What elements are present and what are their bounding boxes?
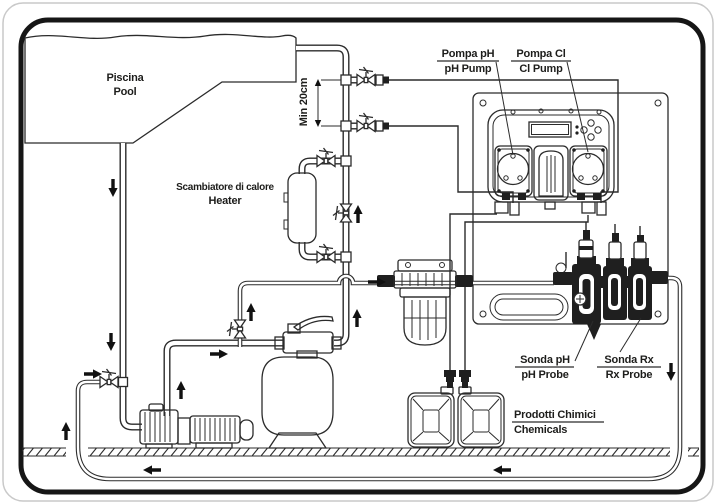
ph-pump-label-it: Pompa pH xyxy=(442,48,495,60)
sand-filter xyxy=(261,315,342,449)
labels: Piscina Pool Scambiatore di calore Heate… xyxy=(106,48,661,436)
led xyxy=(575,131,579,135)
circulation-pump xyxy=(139,403,254,449)
heater-label-en: Heater xyxy=(208,195,242,207)
handle-cutout xyxy=(489,293,569,321)
probe-holder xyxy=(553,222,668,340)
diagram-border xyxy=(18,17,706,495)
ph-suction-line xyxy=(449,213,497,370)
filter-neck xyxy=(296,350,318,359)
chemical-tanks xyxy=(407,370,505,448)
inlet-fitting xyxy=(553,272,573,285)
cl-pump-label-it: Pompa Cl xyxy=(516,48,565,60)
chemicals-label-it: Prodotti Chimici xyxy=(514,409,596,421)
pool-label-it: Piscina xyxy=(106,72,144,84)
rx-probe-chamber xyxy=(628,235,652,320)
screw-hole xyxy=(654,310,662,318)
screw-hole xyxy=(479,310,487,318)
pool-label-en: Pool xyxy=(113,86,136,98)
ground xyxy=(22,447,699,457)
valve-lever xyxy=(292,315,334,331)
dosing-controller xyxy=(487,108,615,216)
ph-probe-label-en: pH Probe xyxy=(521,369,568,381)
display xyxy=(528,121,572,138)
drain-spike xyxy=(587,324,601,340)
outlet-fitting xyxy=(648,271,668,284)
rx-probe xyxy=(633,241,647,260)
cl-pump-label-en: Cl Pump xyxy=(519,63,563,75)
rx-probe-label-en: Rx Probe xyxy=(606,369,653,381)
screw-hole xyxy=(654,99,662,107)
screw-hole xyxy=(479,99,487,107)
keypad xyxy=(580,119,602,141)
ph-probe-label-it: Sonda pH xyxy=(520,354,570,366)
rx-probe-label-it: Sonda Rx xyxy=(604,354,654,366)
pool xyxy=(24,33,297,144)
ph-probe-chamber xyxy=(572,230,601,340)
pipe-unions xyxy=(117,74,352,388)
mounting-backplate xyxy=(472,92,669,325)
min-distance-dimension xyxy=(314,79,341,127)
min-distance-label: Min 20cm xyxy=(298,77,310,126)
cl-pump-head xyxy=(569,145,608,200)
led xyxy=(575,125,579,129)
heater xyxy=(283,172,317,244)
cl-tank xyxy=(457,370,505,448)
cl-injector xyxy=(375,74,390,86)
ph-injector xyxy=(375,120,390,132)
ph-pump-label-en: pH Pump xyxy=(445,63,492,75)
ph-tank xyxy=(407,370,456,448)
leader-lines xyxy=(495,61,642,362)
center-panel xyxy=(533,145,569,201)
multiport-valve xyxy=(282,331,334,354)
middle-chamber xyxy=(603,233,627,320)
chemicals-label-en: Chemicals xyxy=(514,424,567,436)
cl-suction-line xyxy=(464,215,589,370)
heater-label-it: Scambiatore di calore xyxy=(176,182,274,193)
handle-cutout-inner xyxy=(494,298,564,316)
